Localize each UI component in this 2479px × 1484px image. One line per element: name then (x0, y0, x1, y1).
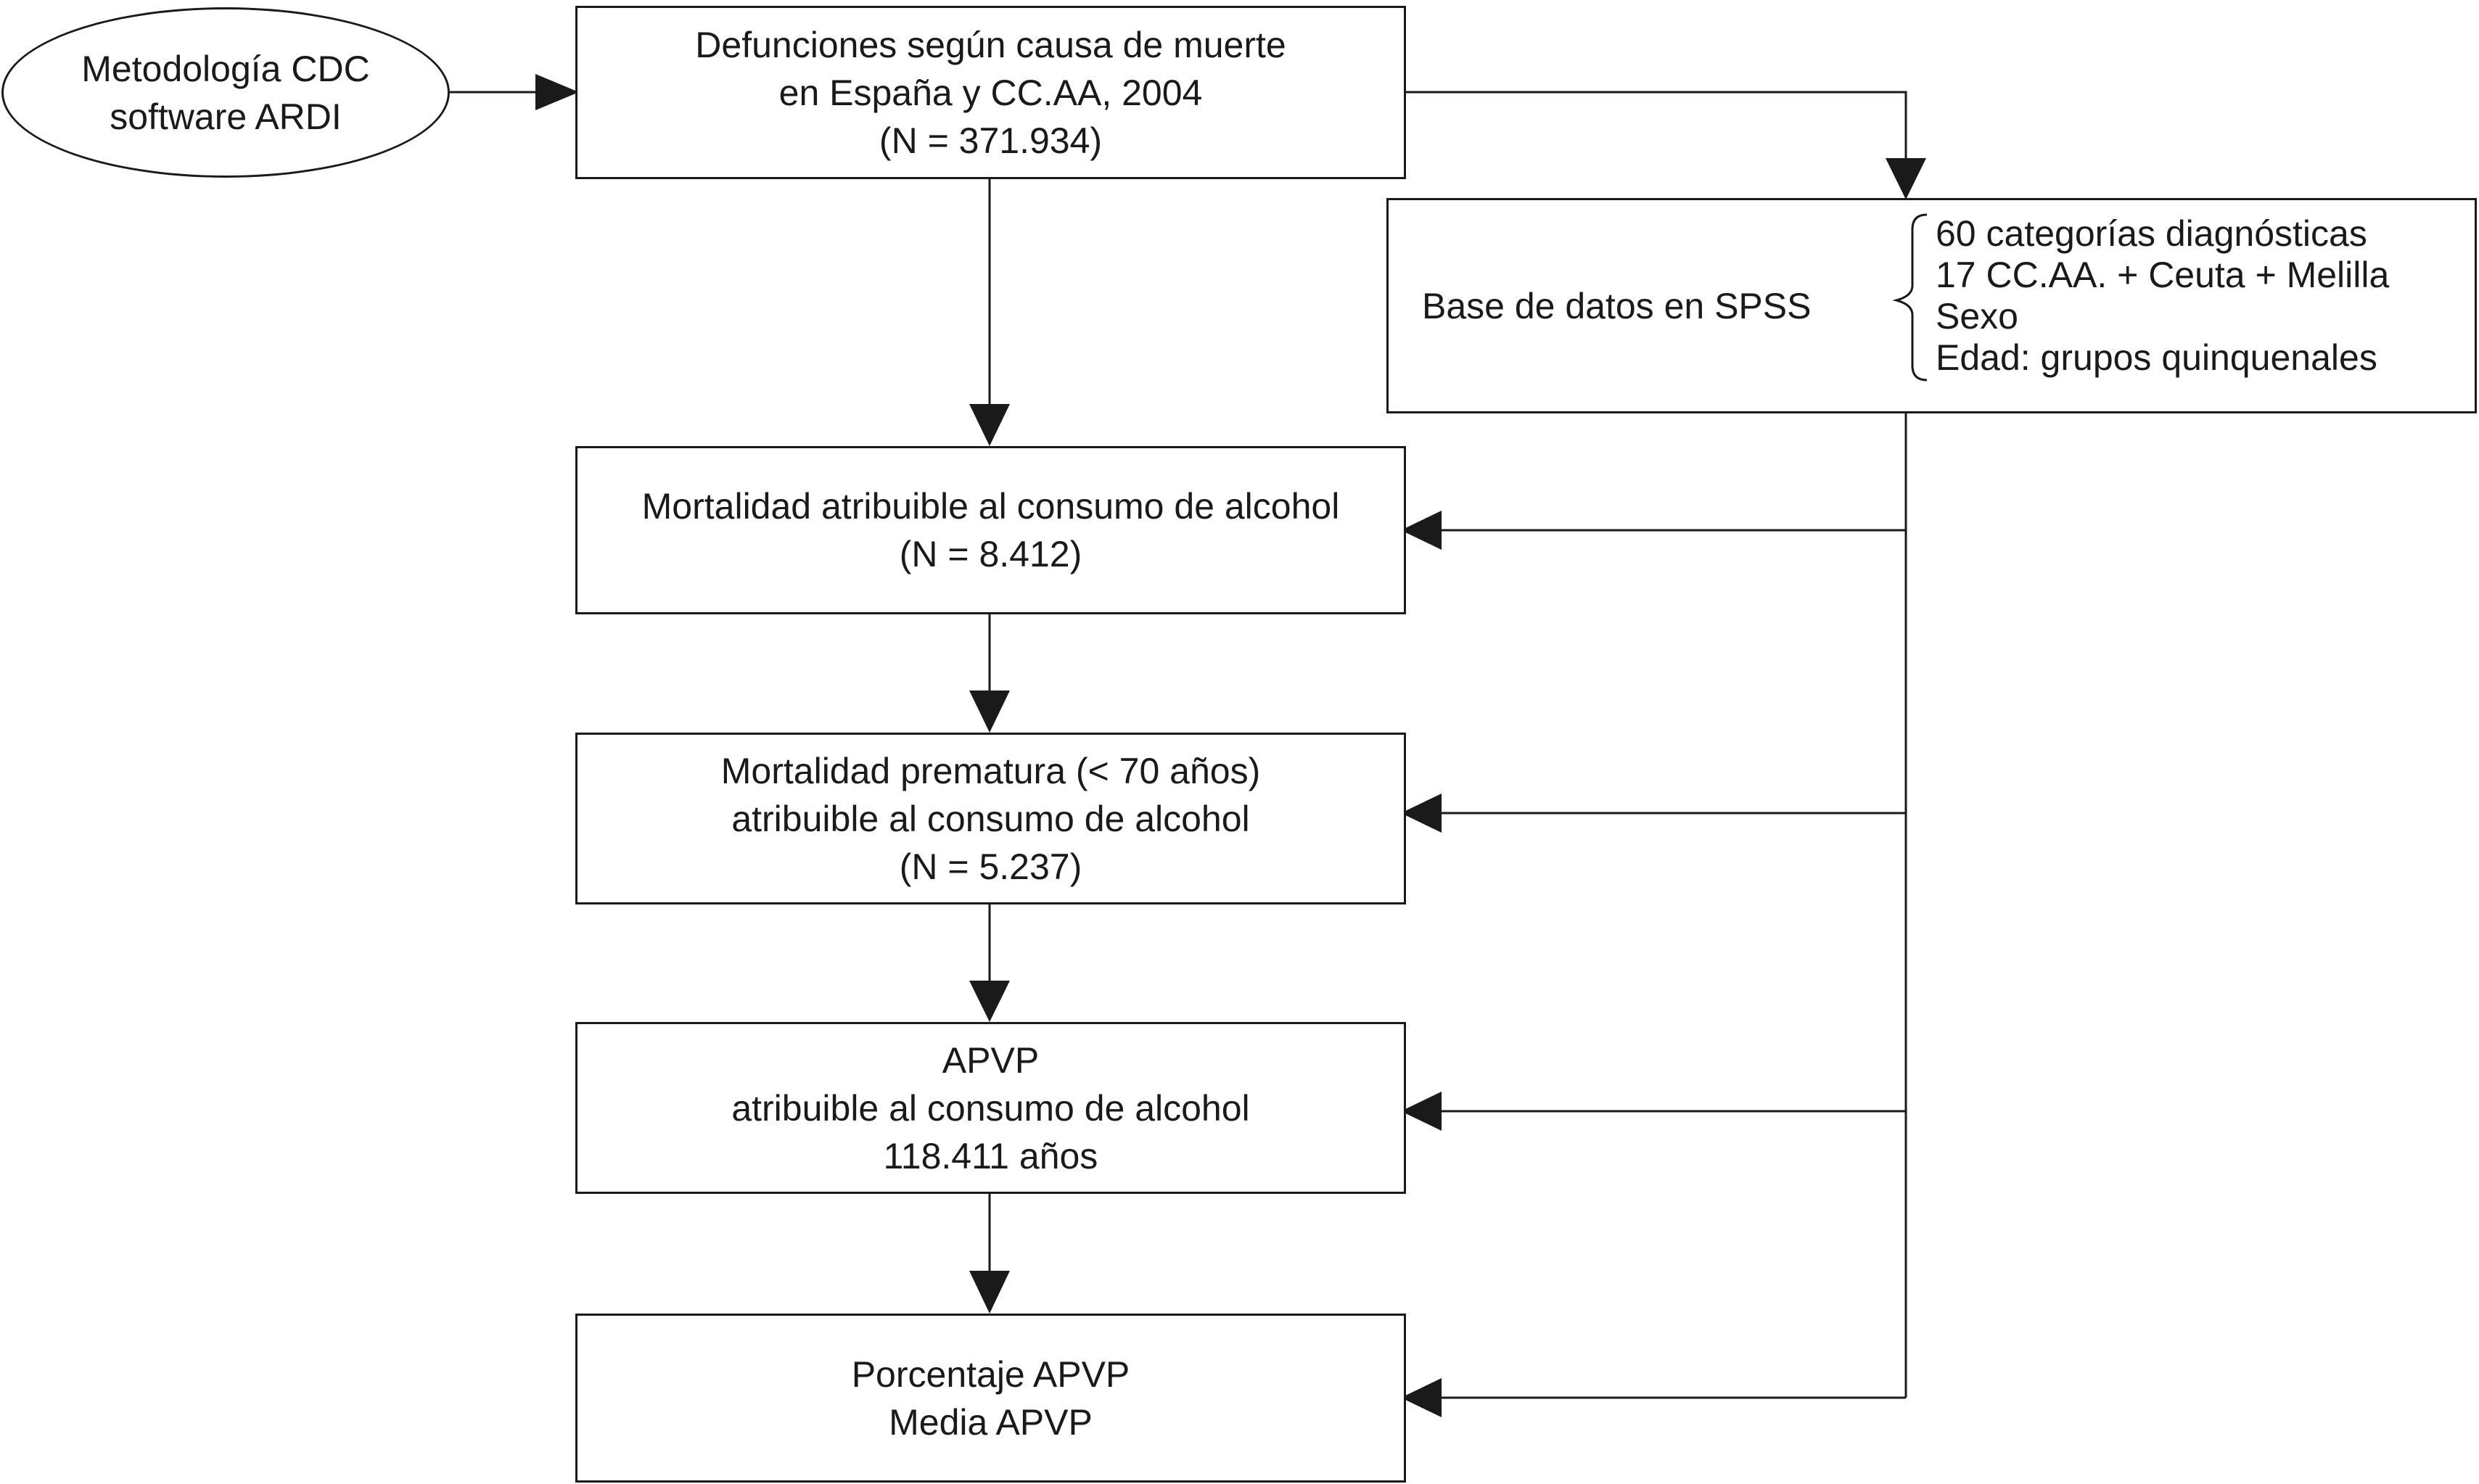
curly-brace (1892, 213, 1928, 382)
node-mortalidad-prematura-line: Mortalidad prematura (< 70 años) (720, 750, 1261, 791)
arrowhead-left (1401, 511, 1442, 550)
node-apvp-line: APVP (942, 1039, 1040, 1081)
node-apvp-line: atribuible al consumo de alcohol (731, 1087, 1250, 1129)
node-porcentaje-line: Media APVP (889, 1401, 1093, 1443)
node-porcentaje-line: Porcentaje APVP (851, 1353, 1130, 1395)
arrowhead-right (535, 74, 579, 110)
node-defunciones: Defunciones según causa de muerte en Esp… (575, 6, 1406, 179)
spss-item: Edad: grupos quinquenales (1936, 337, 2377, 378)
node-defunciones-line: (N = 371.934) (879, 120, 1103, 161)
node-spss-items: 60 categorías diagnósticas 17 CC.AA. + C… (1936, 213, 2389, 379)
node-defunciones-line: en España y CC.AA, 2004 (778, 72, 1203, 113)
spss-item: 60 categorías diagnósticas (1936, 213, 2367, 254)
spss-item: Sexo (1936, 296, 2018, 337)
arrowhead-down (1886, 158, 1926, 199)
node-mortalidad-prematura: Mortalidad prematura (< 70 años) atribui… (575, 733, 1406, 904)
node-mortalidad-atribuible-line: (N = 8.412) (899, 534, 1082, 574)
arrowhead-left (1401, 793, 1442, 833)
node-defunciones-line: Defunciones según causa de muerte (695, 24, 1286, 65)
node-apvp: APVP atribuible al consumo de alcohol 11… (575, 1022, 1406, 1194)
node-mortalidad-atribuible-line: Mortalidad atribuible al consumo de alco… (641, 486, 1340, 527)
node-metodologia-line: software ARDI (110, 96, 342, 137)
arrowhead-down (969, 691, 1010, 733)
node-mortalidad-prematura-line: (N = 5.237) (899, 846, 1082, 887)
node-spss-label: Base de datos en SPSS (1422, 285, 1812, 326)
node-mortalidad-prematura-line: atribuible al consumo de alcohol (731, 798, 1250, 839)
arrowhead-left (1401, 1378, 1442, 1417)
spss-item: 17 CC.AA. + Ceuta + Melilla (1936, 255, 2390, 295)
arrowhead-down (969, 981, 1010, 1022)
node-metodologia: Metodología CDC software ARDI (1, 7, 450, 178)
node-metodologia-line: Metodología CDC (81, 48, 370, 89)
node-spss-database: Base de datos en SPSS 60 categorías diag… (1386, 198, 2477, 413)
arrowhead-left (1401, 1092, 1442, 1131)
arrowhead-down (969, 1271, 1010, 1314)
arrowhead-down (969, 404, 1010, 446)
node-mortalidad-atribuible: Mortalidad atribuible al consumo de alco… (575, 446, 1406, 614)
connector-defunciones-to-spss (1406, 91, 1907, 163)
node-apvp-line: 118.411 años (883, 1135, 1098, 1176)
node-porcentaje-apvp: Porcentaje APVP Media APVP (575, 1314, 1406, 1483)
